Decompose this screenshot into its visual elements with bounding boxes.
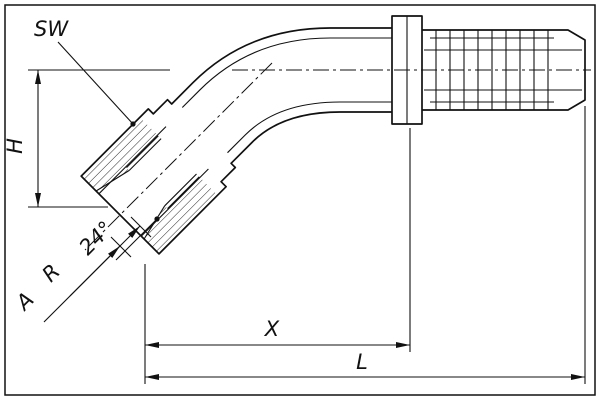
inner-wall-line-bottom <box>227 101 392 154</box>
barb-serrations <box>430 30 554 110</box>
fitting-body <box>80 15 586 255</box>
label-sw: SW <box>34 17 69 41</box>
cone-angle-leader <box>115 218 158 261</box>
bore-line-upper <box>128 138 162 171</box>
angled-centerline <box>84 62 273 251</box>
sw-leader-dot <box>130 121 136 127</box>
hatch-section-lower <box>144 176 218 254</box>
bore-line-lower <box>164 173 197 207</box>
label-h: H <box>3 138 27 154</box>
dim-r-ext <box>130 216 152 238</box>
thread-line-upper <box>126 135 159 168</box>
cone-seat-line-upper <box>95 169 130 192</box>
hose-barb-shank <box>422 29 586 111</box>
hatch-section-upper <box>81 117 159 191</box>
dim-x: X <box>144 128 411 384</box>
inner-wall-line-top <box>181 37 392 108</box>
dim-h: H <box>3 69 170 208</box>
dim-l: L <box>145 106 586 384</box>
dim-sw: SW <box>34 17 136 127</box>
sw-leader-line <box>57 41 134 125</box>
thread-line-lower <box>167 176 200 209</box>
cone-angle-dot <box>154 216 160 222</box>
elbow-nut-outline <box>80 27 392 255</box>
label-l: L <box>356 350 368 374</box>
label-x: X <box>264 317 280 341</box>
crimp-collar <box>391 15 423 125</box>
dim-a-line <box>43 245 121 323</box>
dim-a-ext <box>110 236 132 258</box>
